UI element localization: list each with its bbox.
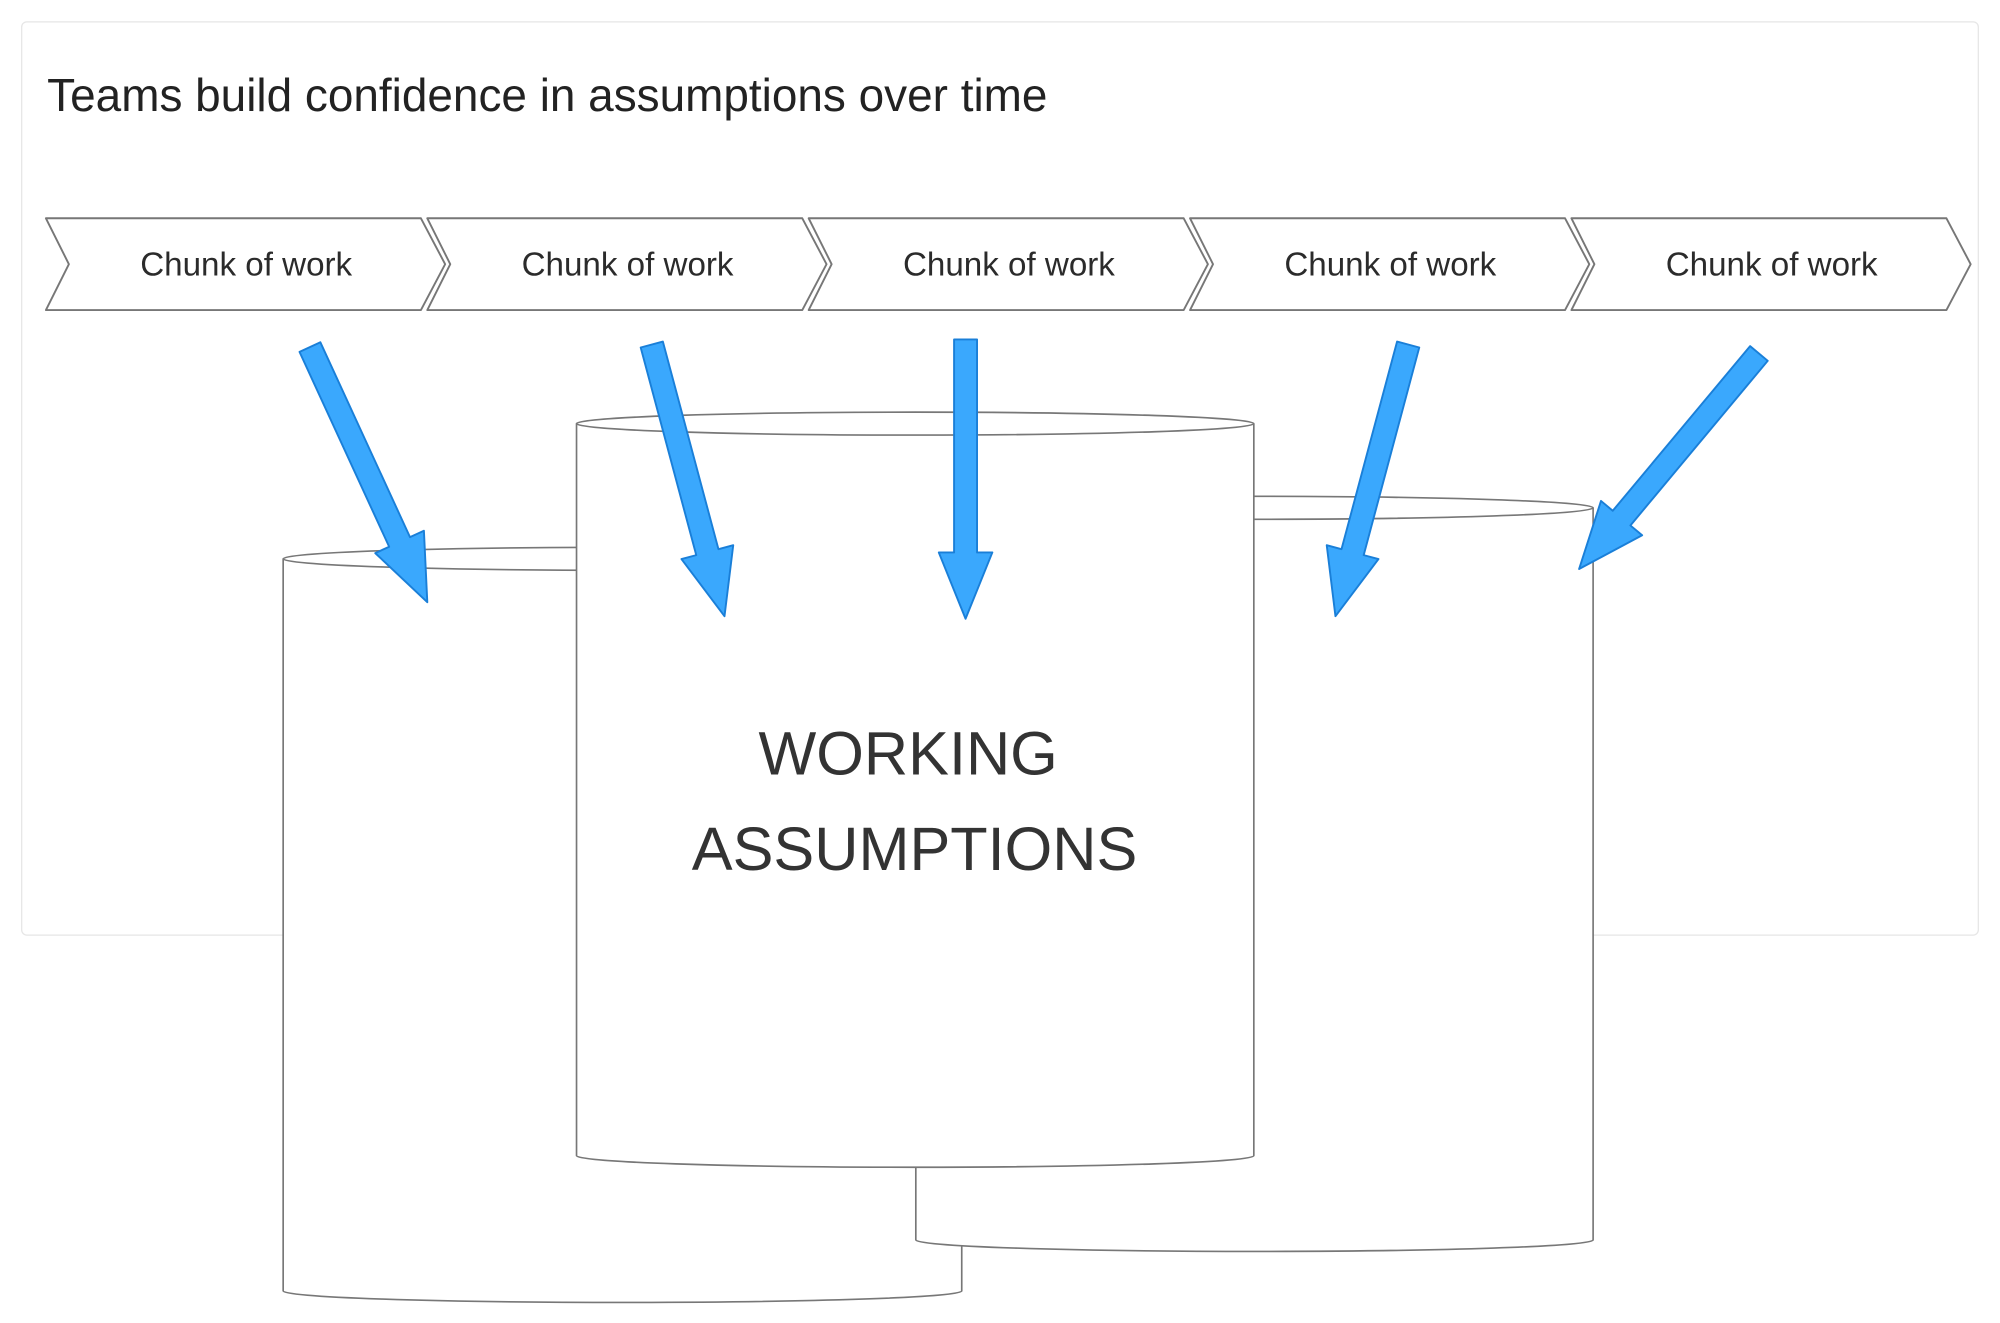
chunk-label: Chunk of work	[140, 247, 352, 284]
diagram-title: Teams build confidence in assumptions ov…	[47, 69, 1047, 121]
chunk-label: Chunk of work	[1284, 247, 1496, 284]
arrow-down-icon	[1325, 340, 1421, 618]
arrow-down-icon	[937, 338, 994, 620]
chevron-shape	[807, 217, 1209, 312]
chunk-of-work-step: Chunk of work	[1570, 217, 1972, 312]
chunk-of-work-step: Chunk of work	[426, 217, 828, 312]
arrow-down-icon	[1578, 345, 1769, 570]
arrow-group	[298, 338, 1769, 620]
cylinder-rim	[575, 423, 1255, 436]
chevron-shape	[1570, 217, 1972, 312]
chunk-label: Chunk of work	[1666, 247, 1878, 284]
arrow-down-icon	[298, 341, 429, 604]
store-label-line1: WORKING	[759, 719, 1058, 787]
chevron-shape	[44, 217, 447, 312]
chevron-row: Chunk of work Chunk of work Chunk of work C…	[44, 217, 1972, 312]
chunk-label: Chunk of work	[903, 247, 1115, 284]
chunk-of-work-step: Chunk of work	[44, 217, 447, 312]
chunk-of-work-step: Chunk of work	[1189, 217, 1591, 312]
chunk-of-work-step: Chunk of work	[807, 217, 1209, 312]
chunk-label: Chunk of work	[522, 247, 734, 284]
arrow-down-icon	[639, 340, 735, 618]
cylinder-body	[575, 411, 1255, 1169]
store-label-line2: ASSUMPTIONS	[692, 815, 1138, 883]
cylinder-front	[575, 411, 1255, 1169]
chevron-shape	[426, 217, 828, 312]
chevron-shape	[1189, 217, 1591, 312]
